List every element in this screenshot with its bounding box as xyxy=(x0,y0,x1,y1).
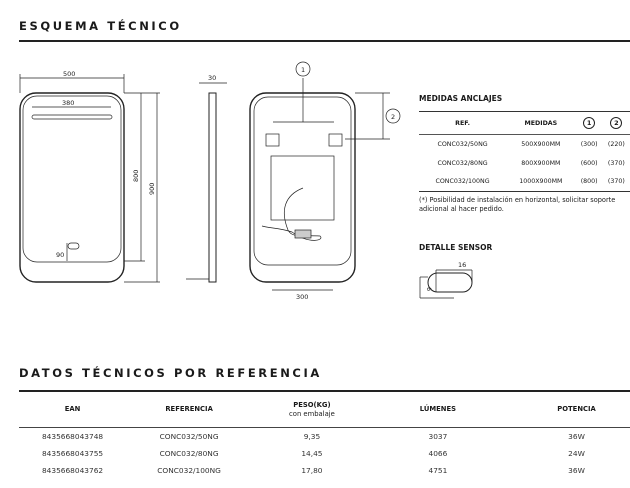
col-ean: EAN xyxy=(19,393,127,428)
col-potencia: POTENCIA xyxy=(504,393,630,428)
cell: 36W xyxy=(568,466,585,476)
cell: 9,35 xyxy=(303,431,321,441)
peso-sublabel: con embalaje xyxy=(289,409,335,418)
cell: CONC032/50NG xyxy=(159,431,219,441)
col-anchor-1: 1 xyxy=(583,117,596,129)
table-row: CONC032/50NG 500X900MM (300) (220) xyxy=(419,135,630,154)
cell: CONC032/80NG xyxy=(159,448,219,458)
col-anchor-2: 2 xyxy=(610,117,623,129)
technical-data-table: EAN REFERENCIA PESO(KG)con embalaje LÚME… xyxy=(19,393,630,480)
cell: (300) xyxy=(580,140,598,148)
cell: 36W xyxy=(568,431,585,441)
col-referencia: REFERENCIA xyxy=(126,393,253,428)
col-medidas: MEDIDAS xyxy=(524,119,558,127)
col-ref: REF. xyxy=(455,119,471,127)
dim-led-height: 800 xyxy=(132,170,140,182)
anchors-title: MEDIDAS ANCLAJES xyxy=(419,94,503,103)
anchors-table: REF. MEDIDAS 1 2 CONC032/50NG 500X900MM (3… xyxy=(419,111,630,192)
cell: (600) xyxy=(580,159,598,167)
section-title-data: DATOS TÉCNICOS POR REFERENCIA xyxy=(19,366,322,380)
cell: 4066 xyxy=(428,448,448,458)
cell: 17,80 xyxy=(301,466,323,476)
sensor-width: 16 xyxy=(458,261,466,269)
dim-led-width: 380 xyxy=(62,99,74,107)
dim-bottom-width: 300 xyxy=(296,293,308,301)
dim-total-height: 900 xyxy=(148,183,156,195)
cell: CONC032/100NG xyxy=(157,466,221,476)
cell: 8435668043748 xyxy=(41,431,104,441)
sensor-detail: 16 6 xyxy=(419,261,473,299)
dim-depth: 30 xyxy=(208,74,216,82)
cell: CONC032/100NG xyxy=(435,178,490,186)
col-peso: PESO(KG)con embalaje xyxy=(252,393,372,428)
installation-note: (*) Posibilidad de instalación en horizo… xyxy=(419,196,616,213)
dim-sensor-offset: 90 xyxy=(56,251,64,259)
dim-front-width: 500 xyxy=(63,70,75,78)
front-view: 500 380 800 900 90 xyxy=(19,70,160,283)
table-row: 8435668043748 CONC032/50NG 9,35 3037 36W xyxy=(19,427,630,445)
table-row: CONC032/100NG 1000X900MM (800) (370) xyxy=(419,173,630,192)
section-title-schema: ESQUEMA TÉCNICO xyxy=(19,19,182,33)
sensor-height: 6 xyxy=(425,287,433,291)
cell: (370) xyxy=(607,178,625,186)
cell: (220) xyxy=(607,140,625,148)
back-view: 1 2 300 xyxy=(249,61,401,301)
col-lumenes: LÚMENES xyxy=(371,393,505,428)
table-row: 8435668043755 CONC032/80NG 14,45 4066 24W xyxy=(19,445,630,463)
cell: 3037 xyxy=(428,431,448,441)
table-row: 8435668043762 CONC032/100NG 17,80 4751 36W xyxy=(19,462,630,480)
anchor-1-label: 1 xyxy=(301,66,305,74)
cell: 14,45 xyxy=(301,448,323,458)
peso-label: PESO(KG) xyxy=(293,400,331,409)
cell: 800X900MM xyxy=(521,159,561,167)
side-view: 30 xyxy=(186,74,227,283)
cell: CONC032/50NG xyxy=(437,140,488,148)
cell: (800) xyxy=(580,178,598,186)
cell: 500X900MM xyxy=(521,140,561,148)
cell: 8435668043755 xyxy=(41,448,104,458)
technical-drawing: 500 380 800 900 90 30 1 2 300 16 6 xyxy=(19,61,473,301)
table-row: CONC032/80NG 800X900MM (600) (370) xyxy=(419,154,630,173)
sensor-title: DETALLE SENSOR xyxy=(419,243,493,252)
anchors-section: MEDIDAS ANCLAJES REF. MEDIDAS 1 2 CONC03… xyxy=(419,94,630,214)
divider xyxy=(19,390,630,392)
anchor-2-label: 2 xyxy=(391,113,395,121)
cell: (370) xyxy=(607,159,625,167)
cell: 1000X900MM xyxy=(519,178,563,186)
cell: 4751 xyxy=(428,466,448,476)
cell: CONC032/80NG xyxy=(437,159,488,167)
cell: 24W xyxy=(568,448,585,458)
divider xyxy=(19,40,630,42)
cell: 8435668043762 xyxy=(41,466,104,476)
